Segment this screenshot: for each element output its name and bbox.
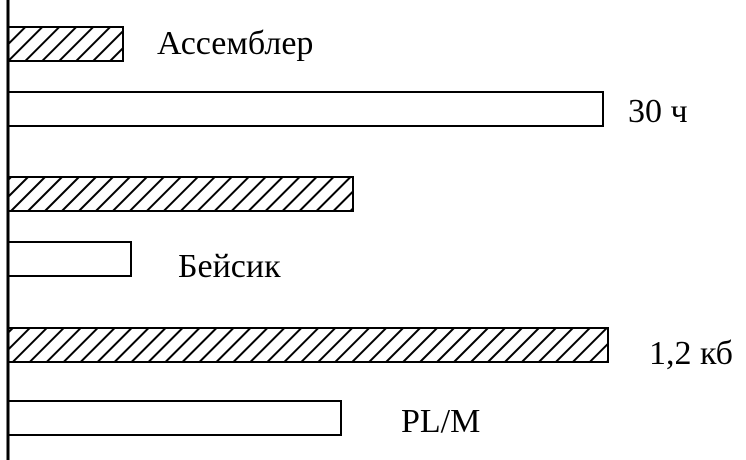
- bar-pl-m-hatched: [7, 327, 609, 363]
- bar-ассемблер-hatched: [7, 26, 124, 62]
- bar-бейсик-hatched: [7, 176, 354, 212]
- bar-бейсик-plain: [7, 241, 132, 277]
- annotation-1-2kb: 1,2 кб: [649, 335, 733, 372]
- label-assembler: Ассемблер: [157, 25, 313, 62]
- annotation-30h: 30 ч: [628, 93, 688, 130]
- label-plm: PL/M: [401, 403, 480, 440]
- bar-ассемблер-plain: [7, 91, 604, 127]
- label-basic: Бейсик: [178, 248, 281, 285]
- bar-pl-m-plain: [7, 400, 342, 436]
- bars-layer: [7, 26, 609, 436]
